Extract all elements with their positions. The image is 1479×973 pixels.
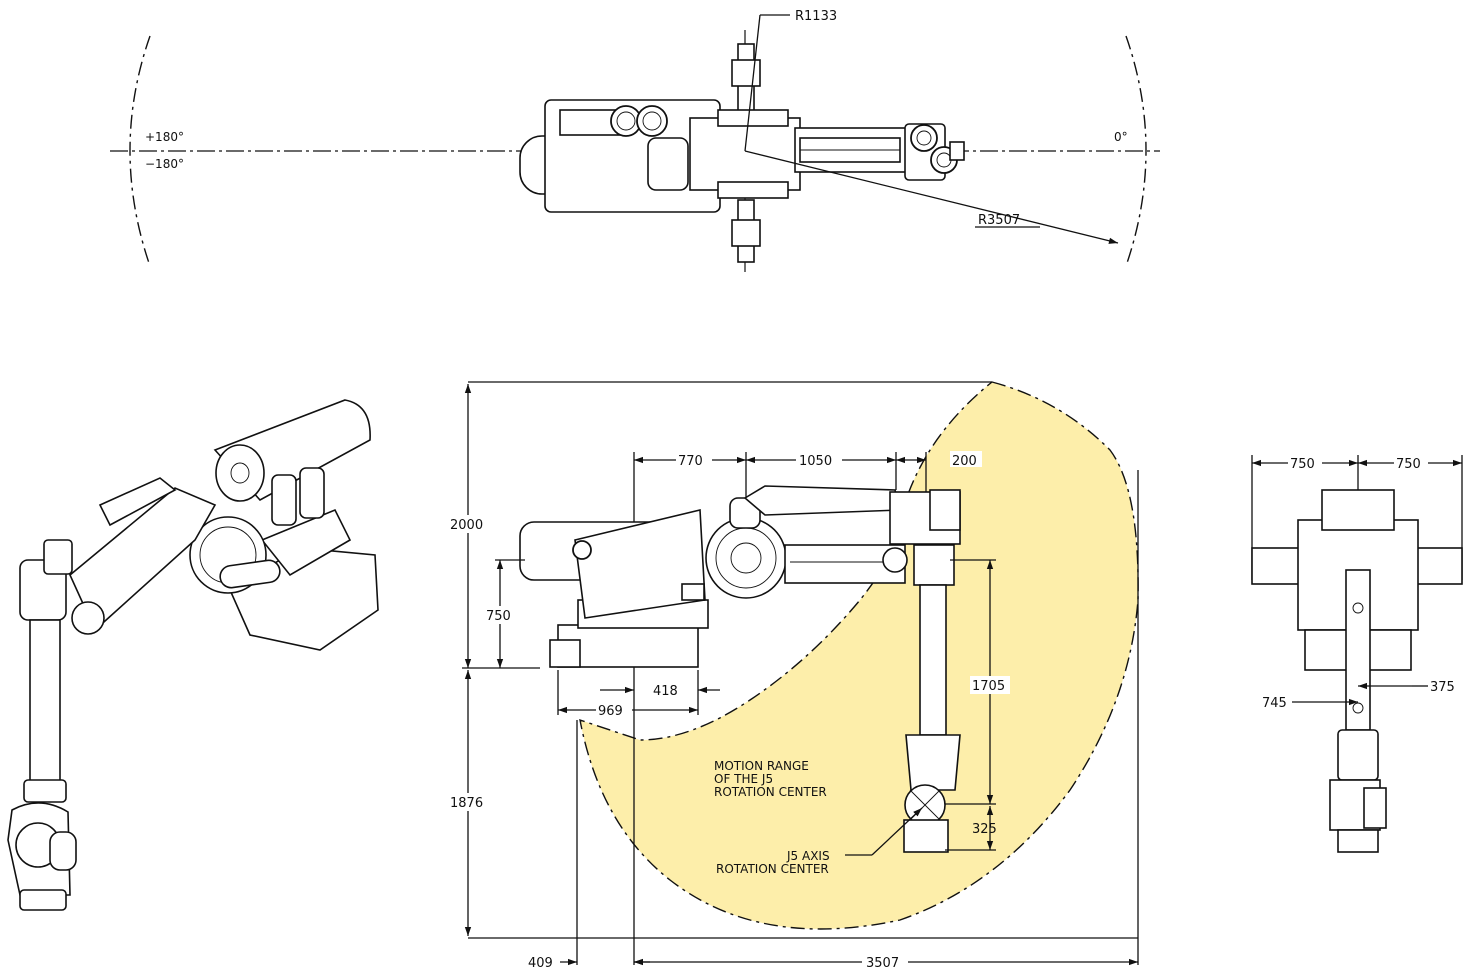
dim-1705: 1705	[972, 679, 1005, 694]
dim-770: 770	[678, 454, 703, 469]
motion-range-label-line-1: MOTION RANGE	[714, 759, 809, 773]
front-dim-745: 745	[1262, 696, 1287, 711]
front-dim-750-right: 750	[1396, 457, 1421, 472]
front-dim-375: 375	[1430, 680, 1455, 695]
angle-plus-180-label: +180°	[145, 130, 184, 144]
angle-minus-180-label: −180°	[145, 157, 184, 171]
j5-axis-label-line-2: ROTATION CENTER	[716, 862, 829, 876]
r1133-leader	[744, 14, 761, 152]
reach-arc-right	[1125, 35, 1147, 267]
radius-r3507-label: R3507	[978, 213, 1020, 228]
side-base	[557, 624, 699, 668]
dim-200: 200	[952, 454, 977, 469]
reach-arc-left	[129, 35, 151, 267]
iso-vertical-shaft	[29, 619, 61, 791]
side-vertical-arm	[913, 544, 955, 586]
angle-zero-label: 0°	[1114, 130, 1128, 144]
dim-1876: 1876	[450, 796, 483, 811]
dim-409: 409	[528, 956, 553, 971]
dim-2000: 2000	[450, 518, 483, 533]
front-view: 750 750 745 375	[1251, 455, 1463, 853]
side-upper-arm	[743, 485, 902, 516]
side-j2-gear-icon	[705, 517, 787, 599]
dim-969: 969	[598, 704, 623, 719]
motion-range-label-line-2: OF THE J5	[714, 772, 773, 786]
r3507-leader	[744, 150, 1119, 244]
side-view: 770 1050 200 2000 750 418 969 1705 325 1…	[448, 381, 1139, 971]
dim-750: 750	[486, 609, 511, 624]
isometric-view	[7, 399, 379, 911]
front-dim-750-left: 750	[1290, 457, 1315, 472]
dim-1050: 1050	[799, 454, 832, 469]
dim-3507: 3507	[866, 956, 899, 971]
dim-418: 418	[653, 684, 678, 699]
j5-axis-label-line-1: J5 AXIS	[786, 849, 830, 863]
top-view: +180° −180° 0° R1133 R3507	[110, 9, 1160, 272]
dim-325: 325	[972, 822, 997, 837]
radius-r1133-label: R1133	[795, 9, 837, 24]
motion-range-label-line-3: ROTATION CENTER	[714, 785, 827, 799]
